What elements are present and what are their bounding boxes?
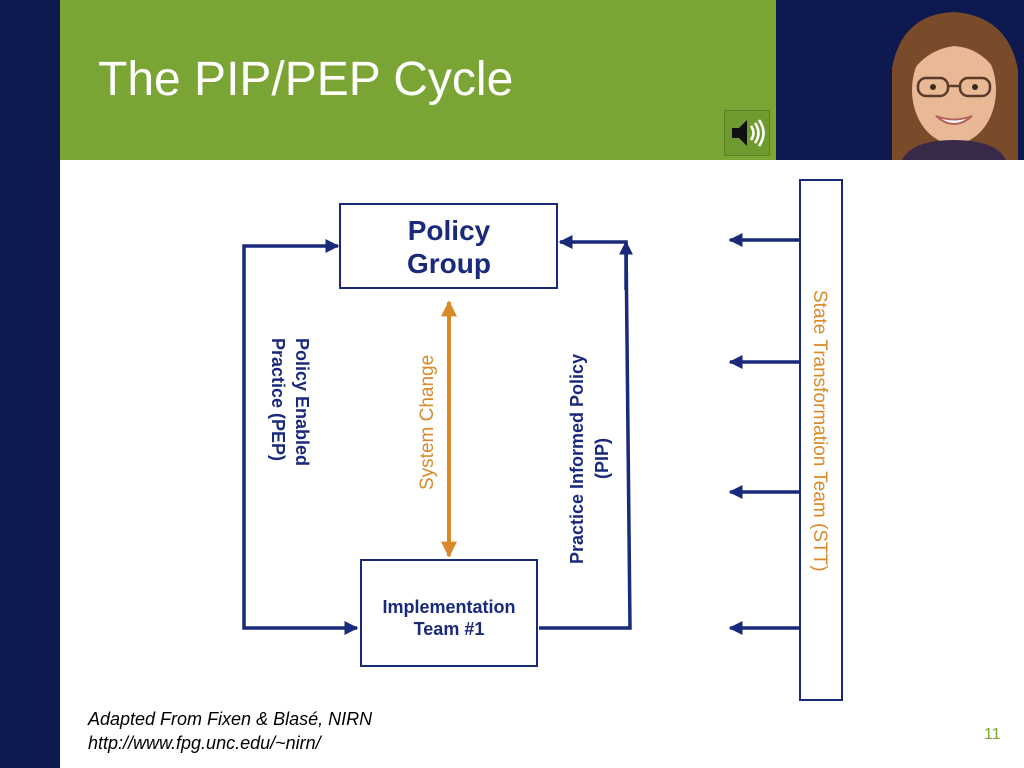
policy-group-box: Policy Group — [339, 203, 558, 289]
pip-arrow — [539, 235, 632, 630]
pip-label-line2: (PIP) — [592, 438, 612, 479]
title-banner — [60, 0, 776, 160]
speaker-icon — [725, 111, 769, 155]
pep-label-line1: Policy Enabled — [292, 338, 312, 466]
pip-label-line1: Practice Informed Policy — [567, 354, 587, 564]
speaker-button[interactable] — [724, 110, 770, 156]
stt-bar: State Transformation Team (STT) — [799, 179, 843, 701]
implementation-team-line2: Team #1 — [414, 619, 485, 639]
source-line-1: Adapted From Fixen & Blasé, NIRN — [88, 709, 373, 729]
presenter-portrait — [872, 8, 1024, 160]
policy-group-line1: Policy — [408, 215, 491, 246]
policy-group-line2: Group — [407, 248, 491, 279]
pep-arrow — [242, 239, 359, 635]
system-change-label: System Change — [417, 355, 438, 490]
source-citation: Adapted From Fixen & Blasé, NIRN http://… — [88, 707, 372, 755]
implementation-team-line1: Implementation — [382, 597, 515, 617]
stt-label: State Transformation Team (STT) — [809, 290, 830, 572]
left-sidebar-bar — [0, 0, 60, 768]
pep-label-line2: Practice (PEP) — [268, 338, 288, 461]
source-url[interactable]: http://www.fpg.unc.edu/~nirn/ — [88, 733, 321, 753]
implementation-team-box: Implementation Team #1 — [360, 559, 538, 667]
slide-title: The PIP/PEP Cycle — [98, 53, 514, 106]
page-number: 11 — [984, 726, 1001, 743]
